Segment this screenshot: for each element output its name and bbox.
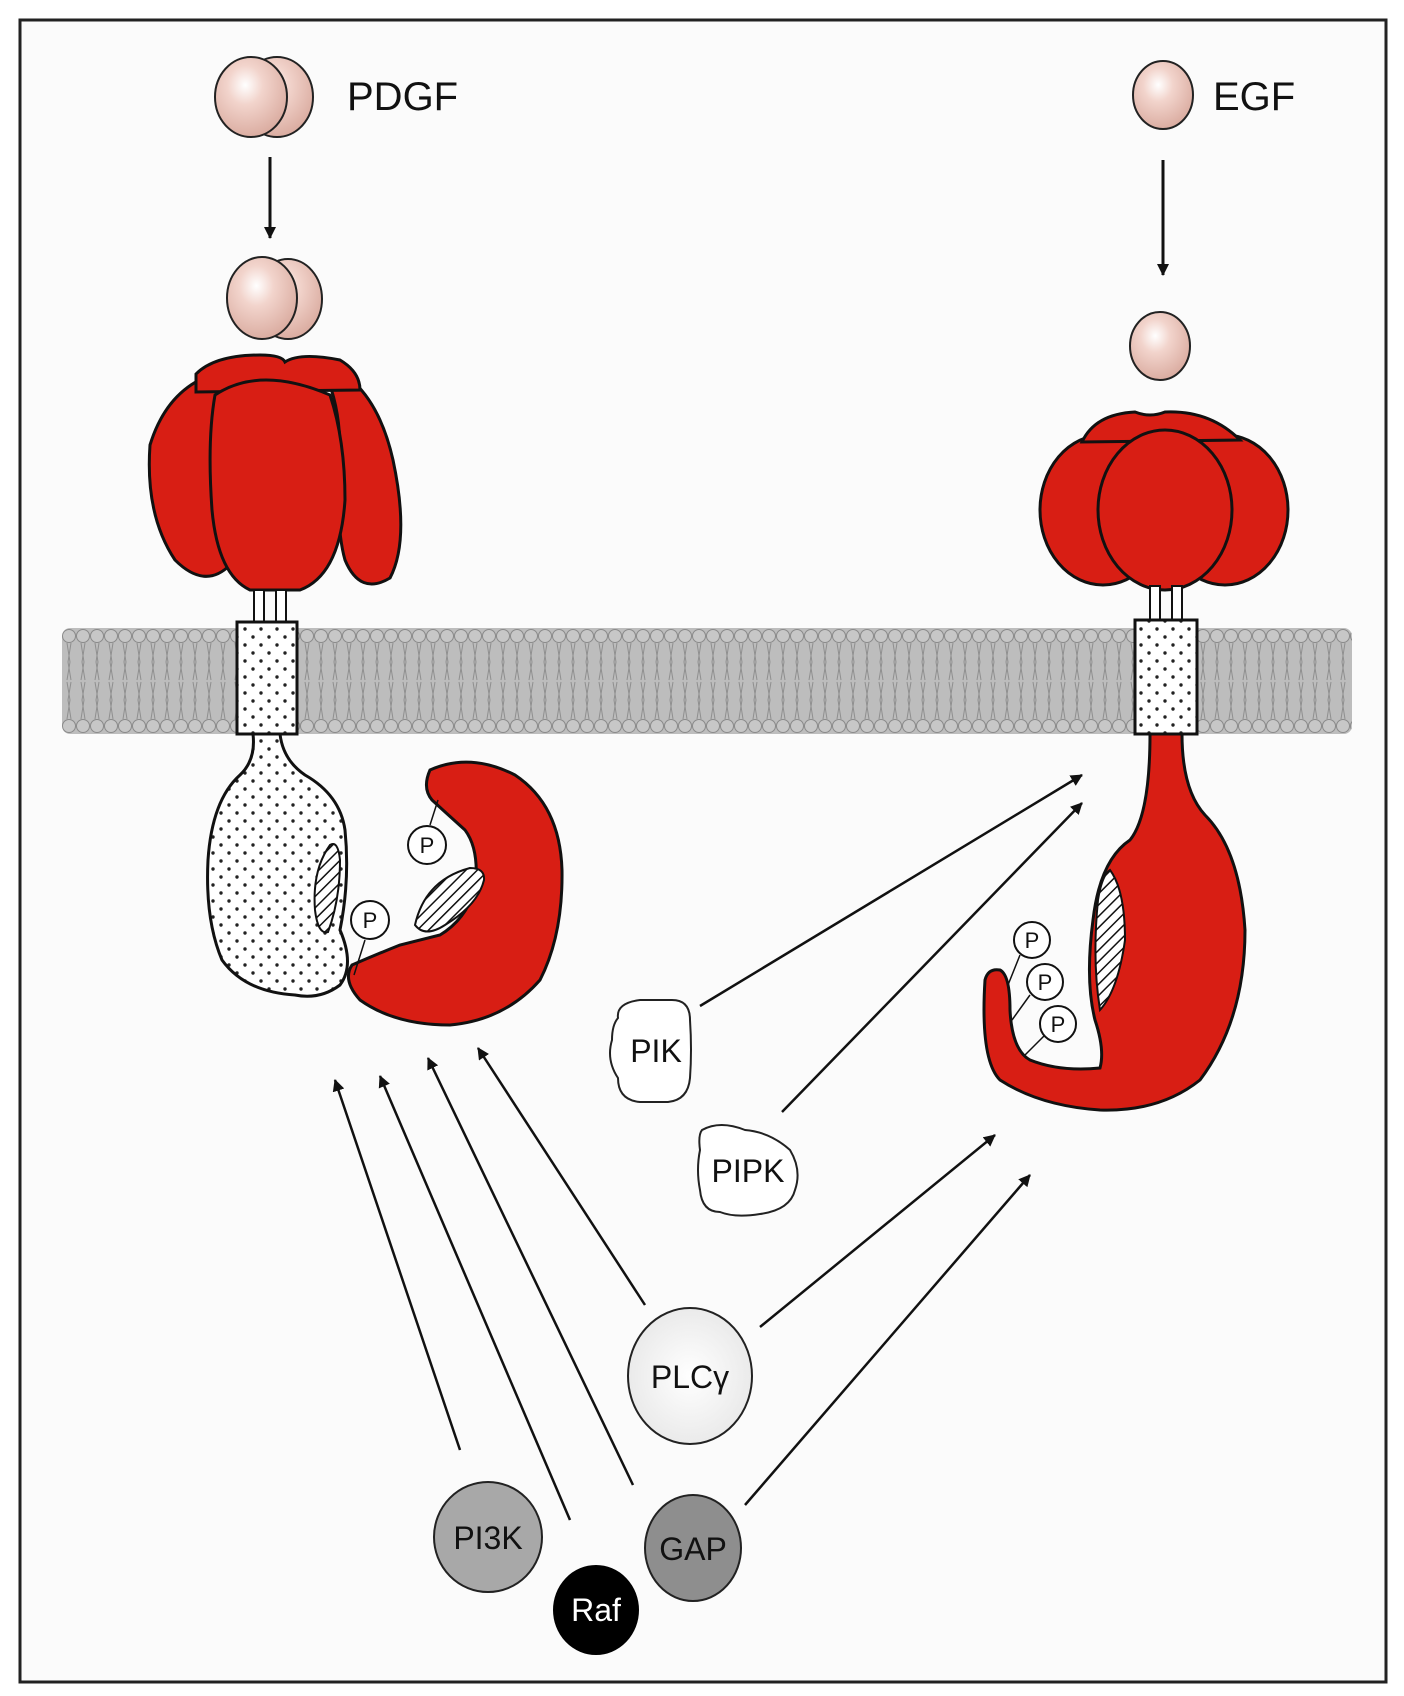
pdgf-phospho-site-1: P: [407, 799, 447, 865]
cell-membrane: [62, 628, 1352, 734]
svg-text:P: P: [1051, 1012, 1066, 1037]
pdgf-bound-ligand: [226, 256, 323, 340]
svg-text:P: P: [420, 833, 435, 858]
arrow-pipk-to-egfr: [781, 802, 1083, 1113]
interaction-arrows: [332, 773, 1083, 1521]
pi3k-protein: PI3K: [433, 1481, 543, 1593]
pdgf-ligand-dimer: [214, 56, 314, 138]
pdgf-receptor-extracellular-domain: [147, 353, 403, 592]
egf-bound-ligand: [1129, 311, 1191, 381]
arrow-pik-to-egfr: [699, 773, 1083, 1008]
egf-receptor-extracellular-domain: [1038, 410, 1290, 592]
pik-label: PIK: [630, 1033, 682, 1069]
arrow-pi3k-to-pdgfr: [332, 1079, 462, 1451]
egf-receptor-transmembrane: [1133, 618, 1199, 736]
arrow-gap-to-egfr: [744, 1174, 1031, 1506]
raf-protein: Raf: [553, 1565, 639, 1655]
egf-ligand: [1132, 60, 1194, 130]
pdgf-kinase-hatched-site: [413, 866, 486, 933]
pdgf-receptor-intracellular-dotted: [206, 732, 349, 998]
pipk-protein: PIPK: [697, 1124, 799, 1217]
arrow-gap-to-pdgfr: [426, 1057, 635, 1486]
gap-protein: GAP: [644, 1494, 742, 1602]
gap-label: GAP: [659, 1531, 727, 1567]
svg-text:P: P: [363, 908, 378, 933]
arrow-raf-to-pdgfr: [378, 1075, 572, 1521]
egf-phospho-site-3: P: [1024, 1005, 1077, 1056]
pi3k-label: PI3K: [453, 1520, 522, 1556]
pdgf-receptor-hatched-site: [313, 843, 342, 934]
egf-phospho-site-2: P: [1011, 963, 1064, 1021]
egf-label: EGF: [1213, 75, 1295, 119]
arrow-plc-to-pdgfr: [476, 1047, 647, 1306]
plc-gamma-label: PLCγ: [651, 1359, 729, 1395]
pdgf-label: PDGF: [347, 75, 458, 119]
arrow-plc-to-egfr: [759, 1134, 996, 1328]
egf-phospho-site-1: P: [1007, 921, 1051, 986]
svg-text:P: P: [1038, 970, 1053, 995]
pdgf-phospho-site-2: P: [350, 900, 390, 976]
svg-text:P: P: [1025, 928, 1040, 953]
raf-label: Raf: [571, 1592, 621, 1628]
pik-protein: PIK: [609, 999, 692, 1103]
pdgf-receptor-transmembrane: [235, 620, 299, 736]
pdgf-receptor-kinase-domain: [346, 760, 564, 1027]
pipk-label: PIPK: [712, 1153, 785, 1189]
plc-gamma-protein: PLCγ: [627, 1307, 753, 1445]
egf-receptor-hatched-site: [1094, 868, 1127, 1013]
